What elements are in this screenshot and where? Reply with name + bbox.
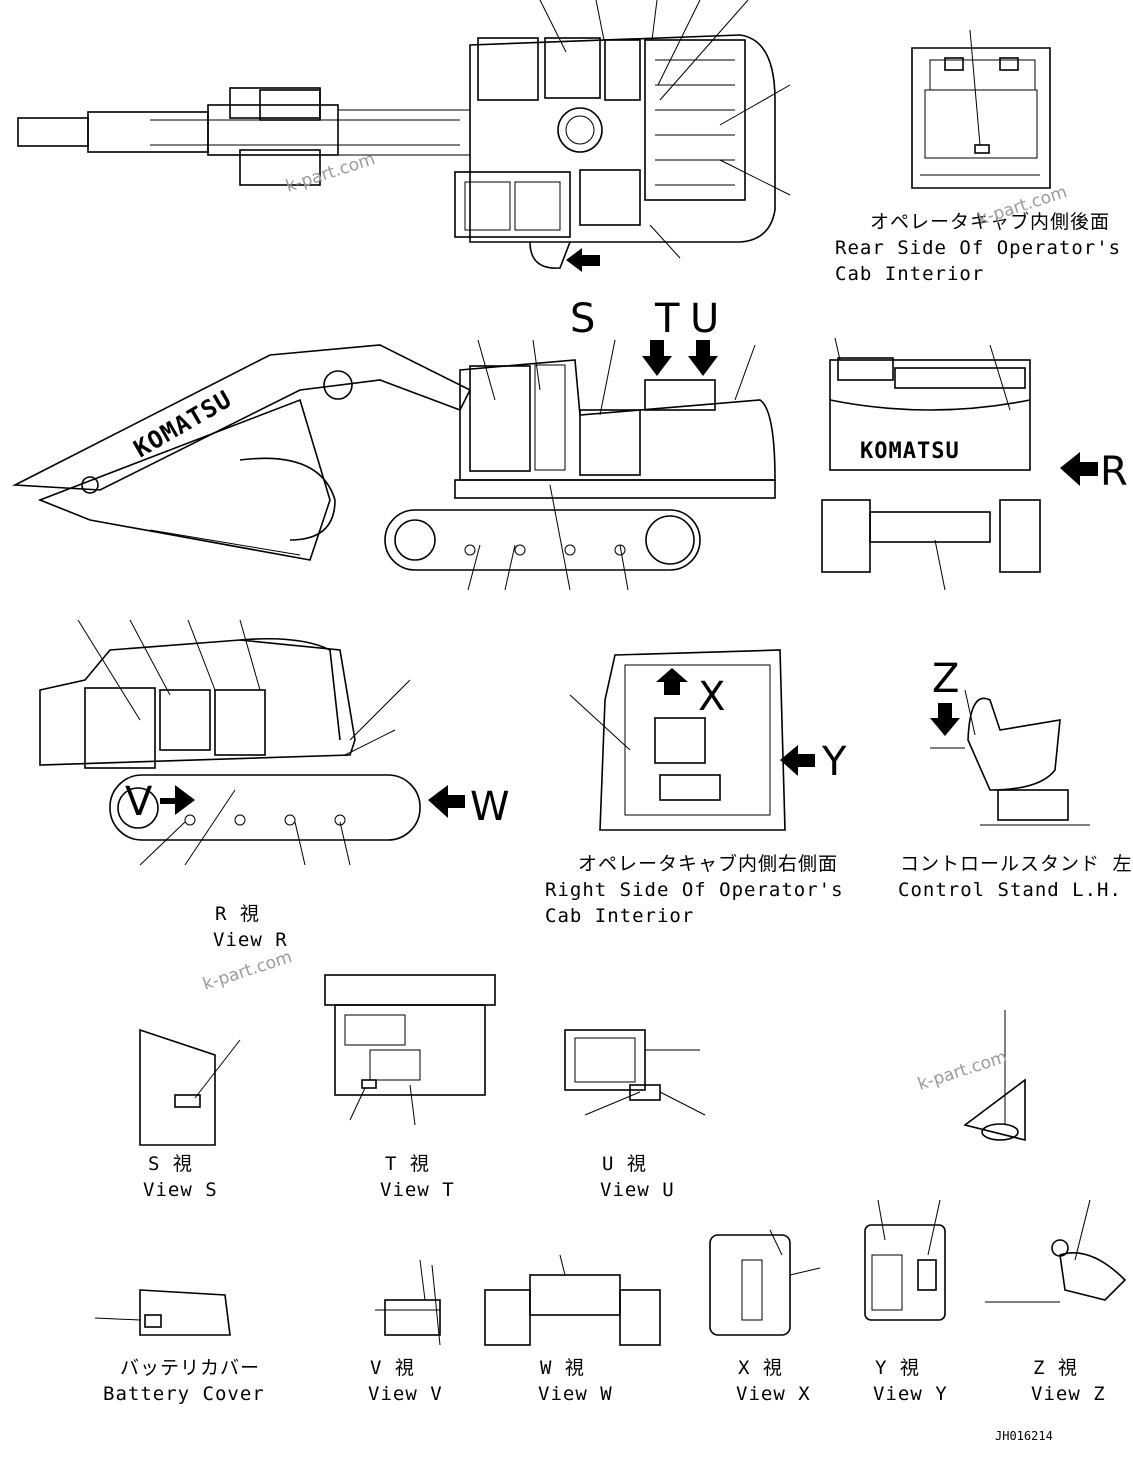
view-t-label-en: View T (380, 1179, 455, 1201)
watermark-1: k-part.com (283, 149, 377, 197)
watermark-4: k-part.com (915, 1047, 1009, 1095)
view-letter-y: Y (821, 739, 847, 785)
view-t-label-jp: T 視 (385, 1153, 430, 1175)
view-s-label-en: View S (143, 1179, 218, 1201)
view-z-label-en: View Z (1031, 1383, 1106, 1405)
control-stand-label-jp: コントロールスタンド 左 (900, 853, 1132, 875)
view-r-label-en: View R (213, 929, 288, 951)
rear-brand-text: KOMATSU (860, 439, 960, 464)
boom-brand-text: KOMATSU (129, 385, 237, 463)
battery-cover-label-jp: バッテリカバー (120, 1357, 260, 1379)
top-view-drawing (17, 0, 791, 272)
rear-cab-label-jp: オペレータキャブ内側後面 (870, 210, 1110, 233)
view-u-drawing (564, 1029, 706, 1116)
battery-cover-label-en: Battery Cover (103, 1383, 265, 1405)
view-w-label-jp: W 視 (540, 1357, 585, 1379)
battery-cover-drawing (94, 1289, 231, 1336)
view-v-drawing (375, 1259, 441, 1346)
view-y-drawing (864, 1199, 946, 1321)
right-cab-interior-drawing (569, 649, 815, 831)
ring-label-drawing (963, 1010, 1026, 1142)
right-cab-label-en2: Cab Interior (545, 905, 694, 927)
view-letter-z: Z (932, 656, 959, 702)
view-x-label-jp: X 視 (738, 1357, 783, 1379)
view-x-label-en: View X (736, 1383, 811, 1405)
view-u-label-en: View U (600, 1179, 675, 1201)
view-w-label-en: View W (538, 1383, 613, 1405)
view-t-drawing (324, 974, 496, 1126)
view-y-label-jp: Y 視 (875, 1357, 920, 1379)
view-letter-w: W (470, 784, 510, 830)
view-r-label-jp: R 視 (215, 903, 260, 925)
view-letter-r: R (1100, 449, 1128, 495)
rear-cab-label-en2: Cab Interior (835, 263, 984, 285)
view-z-label-jp: Z 視 (1033, 1357, 1078, 1379)
rear-view-drawing: KOMATSU (821, 337, 1098, 591)
view-letter-t: T (654, 296, 680, 342)
view-v-label-en: View V (368, 1383, 443, 1405)
view-letter-u: U (690, 296, 719, 342)
view-w-drawing (484, 1254, 661, 1346)
side-view-drawing: KOMATSU (12, 339, 776, 591)
view-letter-x: X (698, 674, 725, 720)
view-letter-s: S (570, 296, 595, 342)
control-stand-label-en: Control Stand L.H. (898, 879, 1122, 901)
view-y-label-en: View Y (873, 1383, 948, 1405)
rear-cab-interior-drawing (911, 29, 1051, 189)
view-x-drawing (709, 1229, 821, 1336)
view-z-drawing (985, 1199, 1127, 1303)
watermark-3: k-part.com (200, 947, 294, 995)
view-s-drawing (139, 1028, 241, 1146)
right-cab-label-jp: オペレータキャブ内側右側面 (578, 852, 838, 875)
view-v-label-jp: V 視 (370, 1357, 415, 1379)
view-s-label-jp: S 視 (148, 1153, 193, 1175)
view-letter-v: V (125, 779, 153, 825)
drawing-code: JH016214 (995, 1429, 1053, 1443)
view-r-drawing (39, 619, 465, 866)
view-u-label-jp: U 視 (602, 1153, 647, 1175)
control-stand-drawing (930, 689, 1090, 826)
rear-cab-label-en1: Rear Side Of Operator's (835, 237, 1121, 259)
right-cab-label-en1: Right Side Of Operator's (545, 879, 844, 901)
